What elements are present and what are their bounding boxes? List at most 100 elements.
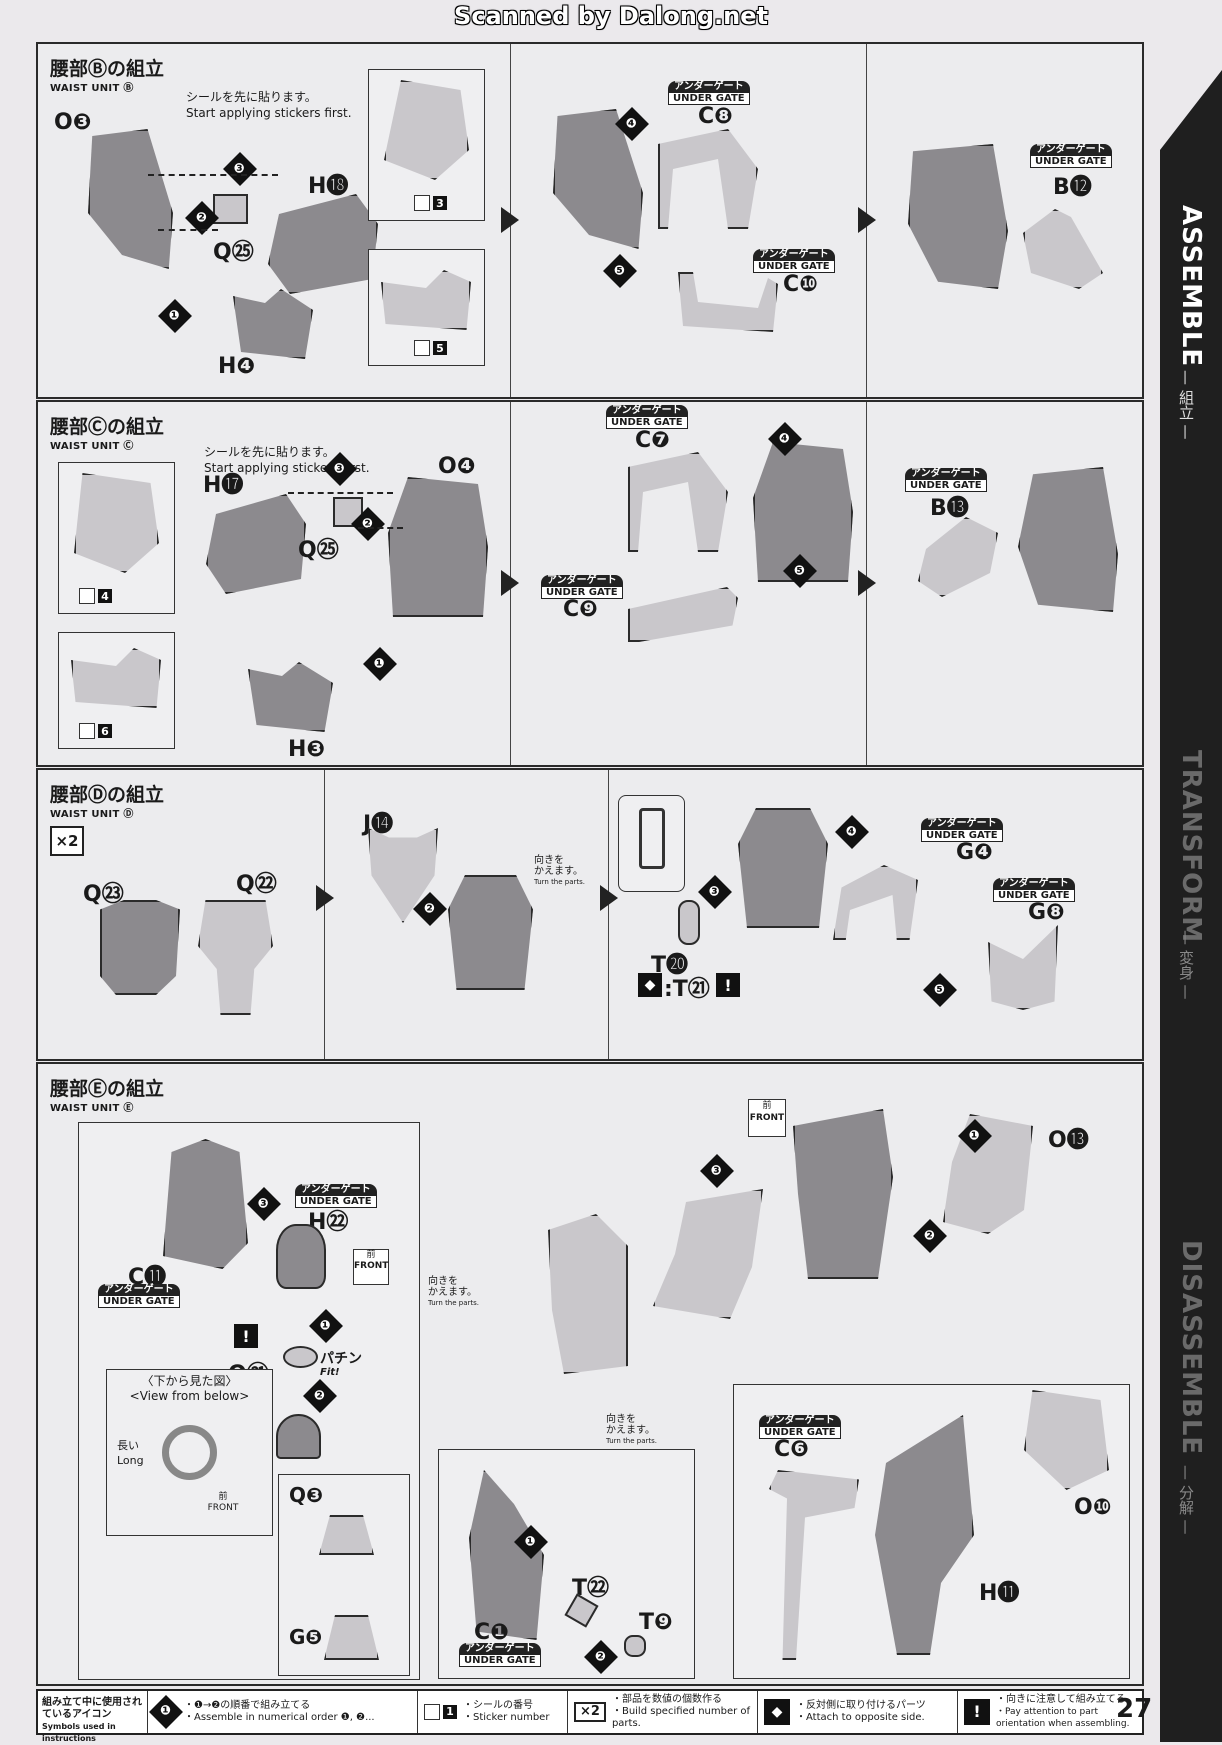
- part-label: G❺: [289, 1625, 323, 1649]
- step-2: ❷: [913, 1219, 947, 1253]
- part-label: O❿: [1074, 1495, 1112, 1520]
- part-label: G❹: [956, 840, 993, 865]
- assembly-b-final: [908, 144, 1008, 289]
- step-2: ❷: [584, 1640, 618, 1674]
- part-label: C❶: [474, 1620, 509, 1645]
- tab-assemble[interactable]: ASSEMBLE: [1176, 205, 1206, 368]
- section-waist-d: 腰部Ⓓの組立 WAIST UNIT Ⓓ ×2 Q㉓ Q㉒ J⓮ ❷ 向きを かえ…: [36, 768, 1144, 1061]
- part-label: T❾: [639, 1610, 673, 1635]
- part-o4: [388, 477, 488, 617]
- part-t9: [624, 1635, 646, 1657]
- part-label: H⓲: [308, 174, 349, 199]
- part-label: H❹: [218, 354, 256, 379]
- step-1: ❶: [158, 299, 192, 333]
- part-label: Q㉕: [298, 538, 339, 563]
- next-step-arrow: [600, 885, 618, 911]
- sticker-inset: 6: [58, 632, 175, 749]
- step-3: ❸: [698, 875, 732, 909]
- part-b12: [1023, 209, 1103, 289]
- assembly-e-inner: [875, 1415, 974, 1655]
- step-3: ❸: [223, 152, 257, 186]
- front-indicator: 前 FRONT: [748, 1099, 786, 1137]
- part-c11: [163, 1139, 248, 1269]
- part-label: C❽: [698, 104, 733, 129]
- icon-legend: 組み立て中に使用されているアイコン Symbols used in instru…: [36, 1689, 1144, 1743]
- assembly-d-main: [738, 808, 828, 928]
- part-label: O❸: [54, 110, 92, 135]
- base-parts-box: Q❸ G❺: [278, 1474, 410, 1676]
- next-step-arrow: [858, 207, 876, 233]
- assembly-d-step2: [448, 875, 533, 990]
- part-label: C❿: [783, 272, 818, 297]
- part-c8: [658, 129, 758, 229]
- sidebar: [1160, 150, 1222, 1742]
- section-waist-c: 腰部Ⓒの組立 WAIST UNIT Ⓒ シールを先に貼ります。 Start ap…: [36, 400, 1144, 767]
- detail-inset: [618, 795, 685, 892]
- part-c6: [769, 1470, 859, 1660]
- sticker-icon: [414, 195, 430, 211]
- assembly-e-main: [793, 1109, 893, 1279]
- part-dome: [276, 1414, 321, 1459]
- panel-large-a: [548, 1214, 628, 1374]
- part-h3: [248, 662, 333, 732]
- part-label: G❽: [1028, 900, 1065, 925]
- sticker-number-icon: 1: [424, 1704, 457, 1720]
- part-q25: [213, 194, 248, 224]
- part-c10: [678, 272, 778, 332]
- part-label: H❸: [288, 737, 326, 762]
- part-g4: [833, 865, 918, 940]
- part-label: B⓭: [930, 496, 969, 521]
- part-label: H⓱: [203, 473, 244, 498]
- opposite-side-icon: ◆: [638, 973, 662, 997]
- part-c9: [628, 587, 738, 642]
- part-b13: [918, 517, 998, 597]
- sticker-icon: [79, 588, 95, 604]
- scanner-credit: Scanned by Dalong.net: [454, 2, 768, 30]
- part-c7: [628, 452, 728, 552]
- part-g8: [988, 925, 1058, 1010]
- sticker-inset: 3: [368, 69, 485, 221]
- page-number: 27: [1116, 1694, 1153, 1724]
- tab-transform-jp: — 変身 —: [1177, 930, 1195, 1000]
- tab-disassemble-jp: — 分解 —: [1177, 1465, 1195, 1535]
- sticker-icon: [414, 340, 430, 356]
- section-subtitle: WAIST UNIT Ⓒ: [50, 441, 134, 452]
- part-label: Q㉕: [213, 240, 254, 265]
- part-q21: [283, 1346, 318, 1368]
- sticker-icon: [79, 723, 95, 739]
- part-q3: [319, 1515, 374, 1555]
- step-order-icon: ❶: [149, 1695, 183, 1729]
- part-q25: [333, 497, 363, 527]
- caution-icon: !: [964, 1699, 990, 1725]
- part-label: Q㉒: [236, 872, 277, 897]
- tab-assemble-jp: — 組立 —: [1177, 370, 1195, 440]
- ring-part: [162, 1425, 217, 1480]
- scan-header: Scanned by Dalong.net: [0, 0, 1222, 34]
- part-h18: [268, 194, 378, 294]
- sticker-inset: 4: [58, 462, 175, 614]
- caution-icon: !: [716, 973, 740, 997]
- multiplier-icon: ×2: [574, 1702, 606, 1722]
- part-label: :T㉑: [664, 977, 710, 1002]
- part-label: O⓭: [1048, 1128, 1089, 1153]
- opposite-side-icon: ◆: [764, 1699, 790, 1725]
- section-title: 腰部Ⓑの組立: [50, 58, 165, 80]
- section-title: 腰部Ⓓの組立: [50, 784, 165, 806]
- section-title: 腰部Ⓔの組立: [50, 1078, 165, 1100]
- part-label: B⓬: [1053, 175, 1092, 200]
- part-h17: [206, 494, 306, 594]
- step-4: ❹: [835, 815, 869, 849]
- part-o3: [88, 129, 173, 269]
- part-label: C❻: [774, 1437, 809, 1462]
- tab-transform[interactable]: TRANSFORM: [1176, 750, 1206, 944]
- part-q22: [198, 900, 273, 1015]
- part-t20: [678, 900, 700, 945]
- part-label: C❾: [563, 597, 598, 622]
- caution-icon: !: [234, 1324, 258, 1348]
- part-h4: [233, 289, 313, 359]
- tab-disassemble[interactable]: DISASSEMBLE: [1176, 1240, 1206, 1456]
- part-label: C❼: [635, 428, 670, 453]
- part-q23: [100, 900, 180, 995]
- next-step-arrow: [501, 207, 519, 233]
